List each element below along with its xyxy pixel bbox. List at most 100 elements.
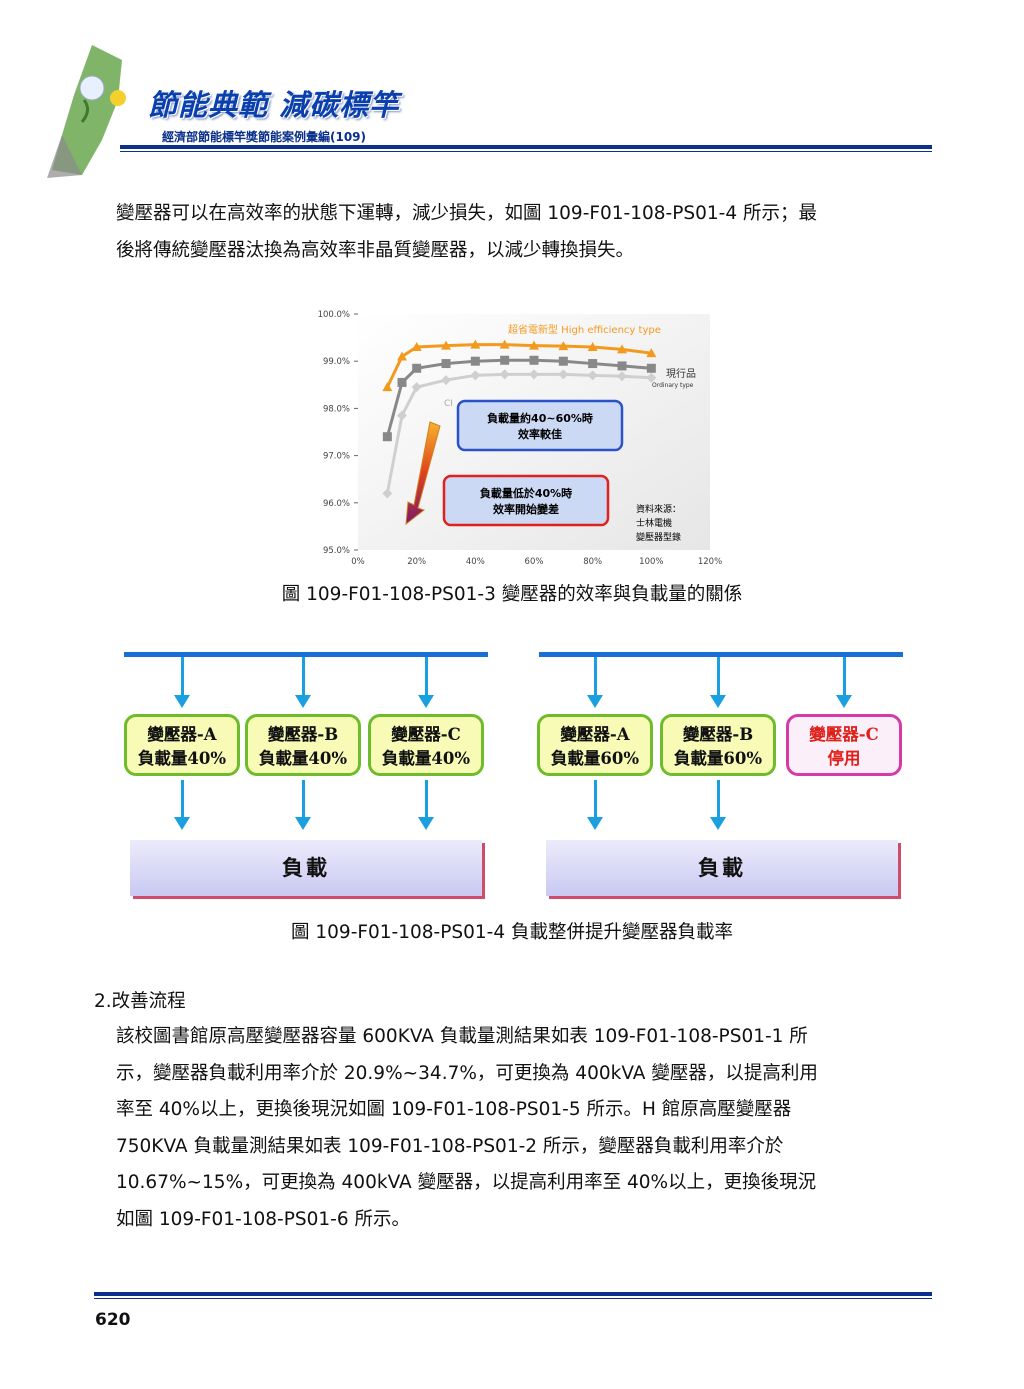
load-bar-right: 負載 — [546, 840, 898, 896]
declining-arrow-icon — [405, 421, 441, 526]
data-point — [558, 356, 568, 366]
data-point — [646, 372, 657, 383]
transformer-load: 負載量60% — [550, 749, 640, 768]
down-arrow-icon — [587, 780, 603, 830]
y-tick-label: 97.0% — [323, 452, 350, 462]
y-tick-label: 100.0% — [318, 310, 350, 320]
data-point — [499, 369, 510, 380]
y-tick-label: 98.0% — [323, 404, 350, 414]
x-tick-label: 120% — [698, 557, 722, 567]
figure4-caption: 圖 109-F01-108-PS01-4 負載整併提升變壓器負載率 — [291, 922, 733, 943]
body-line: 該校圖書館原高壓變壓器容量 600KVA 負載量測結果如表 109-F01-10… — [116, 1026, 808, 1047]
data-point — [529, 340, 539, 350]
data-point — [558, 341, 569, 351]
transformer-load: 負載量40% — [381, 749, 471, 768]
body-line: 示，變壓器負載利用率介於 20.9%~34.7%，可更換為 400kVA 變壓器… — [116, 1062, 818, 1084]
data-point — [617, 344, 627, 354]
body-line: 750KVA 負載量測結果如表 109-F01-108-PS01-2 所示，變壓… — [116, 1135, 784, 1157]
transformer-box-right-2: 變壓器-B 負載量60% — [660, 714, 776, 776]
y-tick-label: 99.0% — [323, 357, 350, 367]
transformer-name: 變壓器-C — [391, 725, 461, 744]
down-arrow-icon — [418, 780, 434, 830]
data-point — [412, 363, 422, 373]
legend-ordinary-en: Ordinary type — [652, 382, 694, 389]
data-point — [397, 377, 407, 387]
data-point — [441, 375, 451, 386]
source-line1: 資料來源： — [636, 503, 681, 515]
page-number: 620 — [95, 1310, 131, 1330]
series-label-ci: CI — [444, 399, 453, 409]
data-point — [529, 369, 539, 380]
intro-line: 變壓器可以在高效率的狀態下運轉，減少損失，如圖 109-F01-108-PS01… — [116, 203, 817, 224]
data-point — [382, 488, 393, 499]
legend-high-efficiency: 超省電新型 High efficiency type — [508, 323, 661, 336]
down-arrow-icon — [174, 780, 190, 830]
down-arrow-icon — [710, 657, 726, 708]
annotation-bad-line2: 效率開始變差 — [493, 502, 559, 516]
data-point — [382, 382, 393, 392]
bus-bar-left — [124, 652, 488, 657]
brand-title: 節能典範 減碳標竿 — [148, 88, 400, 122]
down-arrow-icon — [587, 657, 603, 708]
data-point — [397, 410, 407, 421]
transformer-name: 變壓器-B — [682, 725, 754, 744]
x-tick-label: 0% — [351, 557, 365, 567]
brand-subtitle: 經濟部節能標竿獎節能案例彙編(109) — [162, 130, 367, 144]
source-line3: 變壓器型錄 — [636, 531, 681, 543]
transformer-name: 變壓器-B — [267, 725, 339, 744]
source-line2: 士林電機 — [636, 517, 672, 529]
body-line: 如圖 109-F01-108-PS01-6 所示。 — [116, 1208, 410, 1230]
data-point — [529, 355, 539, 365]
down-arrow-icon — [836, 657, 852, 708]
annotation-good-line1: 負載量約40~60%時 — [487, 411, 593, 425]
annotation-bad-box — [442, 474, 610, 527]
transformer-name: 變壓器-A — [147, 725, 217, 744]
bus-bar-right — [539, 652, 903, 657]
data-point — [470, 339, 481, 349]
annotation-good-box — [456, 399, 624, 452]
data-point — [617, 371, 627, 382]
header-rule — [120, 145, 932, 149]
y-tick-label: 96.0% — [323, 499, 350, 509]
intro-line: 後將傳統變壓器汰換為高效率非晶質變壓器，以減少轉換損失。 — [116, 239, 635, 261]
x-tick-label: 20% — [407, 557, 426, 567]
footer-rule — [94, 1292, 932, 1296]
data-point — [470, 356, 480, 366]
transformer-load: 負載量60% — [673, 749, 763, 768]
data-point — [558, 369, 569, 380]
intro-paragraph: 變壓器可以在高效率的狀態下運轉，減少損失，如圖 109-F01-108-PS01… — [116, 196, 930, 269]
data-point — [587, 342, 598, 352]
data-point — [587, 370, 598, 381]
data-point — [646, 363, 656, 373]
data-point — [588, 359, 598, 369]
y-tick-label: 95.0% — [323, 546, 350, 556]
transformer-box-left-3: 變壓器-C 負載量40% — [368, 714, 484, 776]
down-arrow-icon — [295, 780, 311, 830]
annotation-good-line2: 效率較佳 — [518, 427, 562, 441]
figure3-caption: 圖 109-F01-108-PS01-3 變壓器的效率與負載量的關係 — [281, 584, 743, 605]
footer-rule-thin — [94, 1298, 932, 1299]
transformer-name: 變壓器-A — [560, 725, 630, 744]
data-point — [411, 382, 422, 393]
legend-ordinary: 現行品 — [666, 367, 696, 380]
data-point — [470, 370, 481, 381]
data-point — [397, 351, 407, 361]
efficiency-chart: 95.0%96.0%97.0%98.0%99.0%100.0% 0%20%40%… — [318, 310, 723, 567]
taiwan-tree-logo — [47, 45, 126, 178]
data-point — [617, 361, 627, 371]
transformer-box-left-1: 變壓器-A 負載量40% — [124, 714, 240, 776]
transformer-load: 負載量40% — [258, 749, 348, 768]
transformer-box-right-1: 變壓器-A 負載量60% — [537, 714, 653, 776]
section-heading: 2.改善流程 — [94, 991, 186, 1012]
body-line: 率至 40%以上，更換後現況如圖 109-F01-108-PS01-5 所示。H… — [116, 1099, 792, 1120]
data-point — [499, 339, 510, 349]
down-arrow-icon — [295, 657, 311, 708]
transformer-load: 負載量40% — [137, 749, 227, 768]
data-point — [500, 355, 510, 365]
data-point — [411, 342, 422, 352]
transformer-load: 停用 — [827, 749, 861, 768]
x-tick-label: 60% — [525, 557, 544, 567]
transformer-box-left-2: 變壓器-B 負載量40% — [245, 714, 361, 776]
transformer-name: 變壓器-C — [809, 725, 879, 744]
data-point — [646, 348, 657, 358]
